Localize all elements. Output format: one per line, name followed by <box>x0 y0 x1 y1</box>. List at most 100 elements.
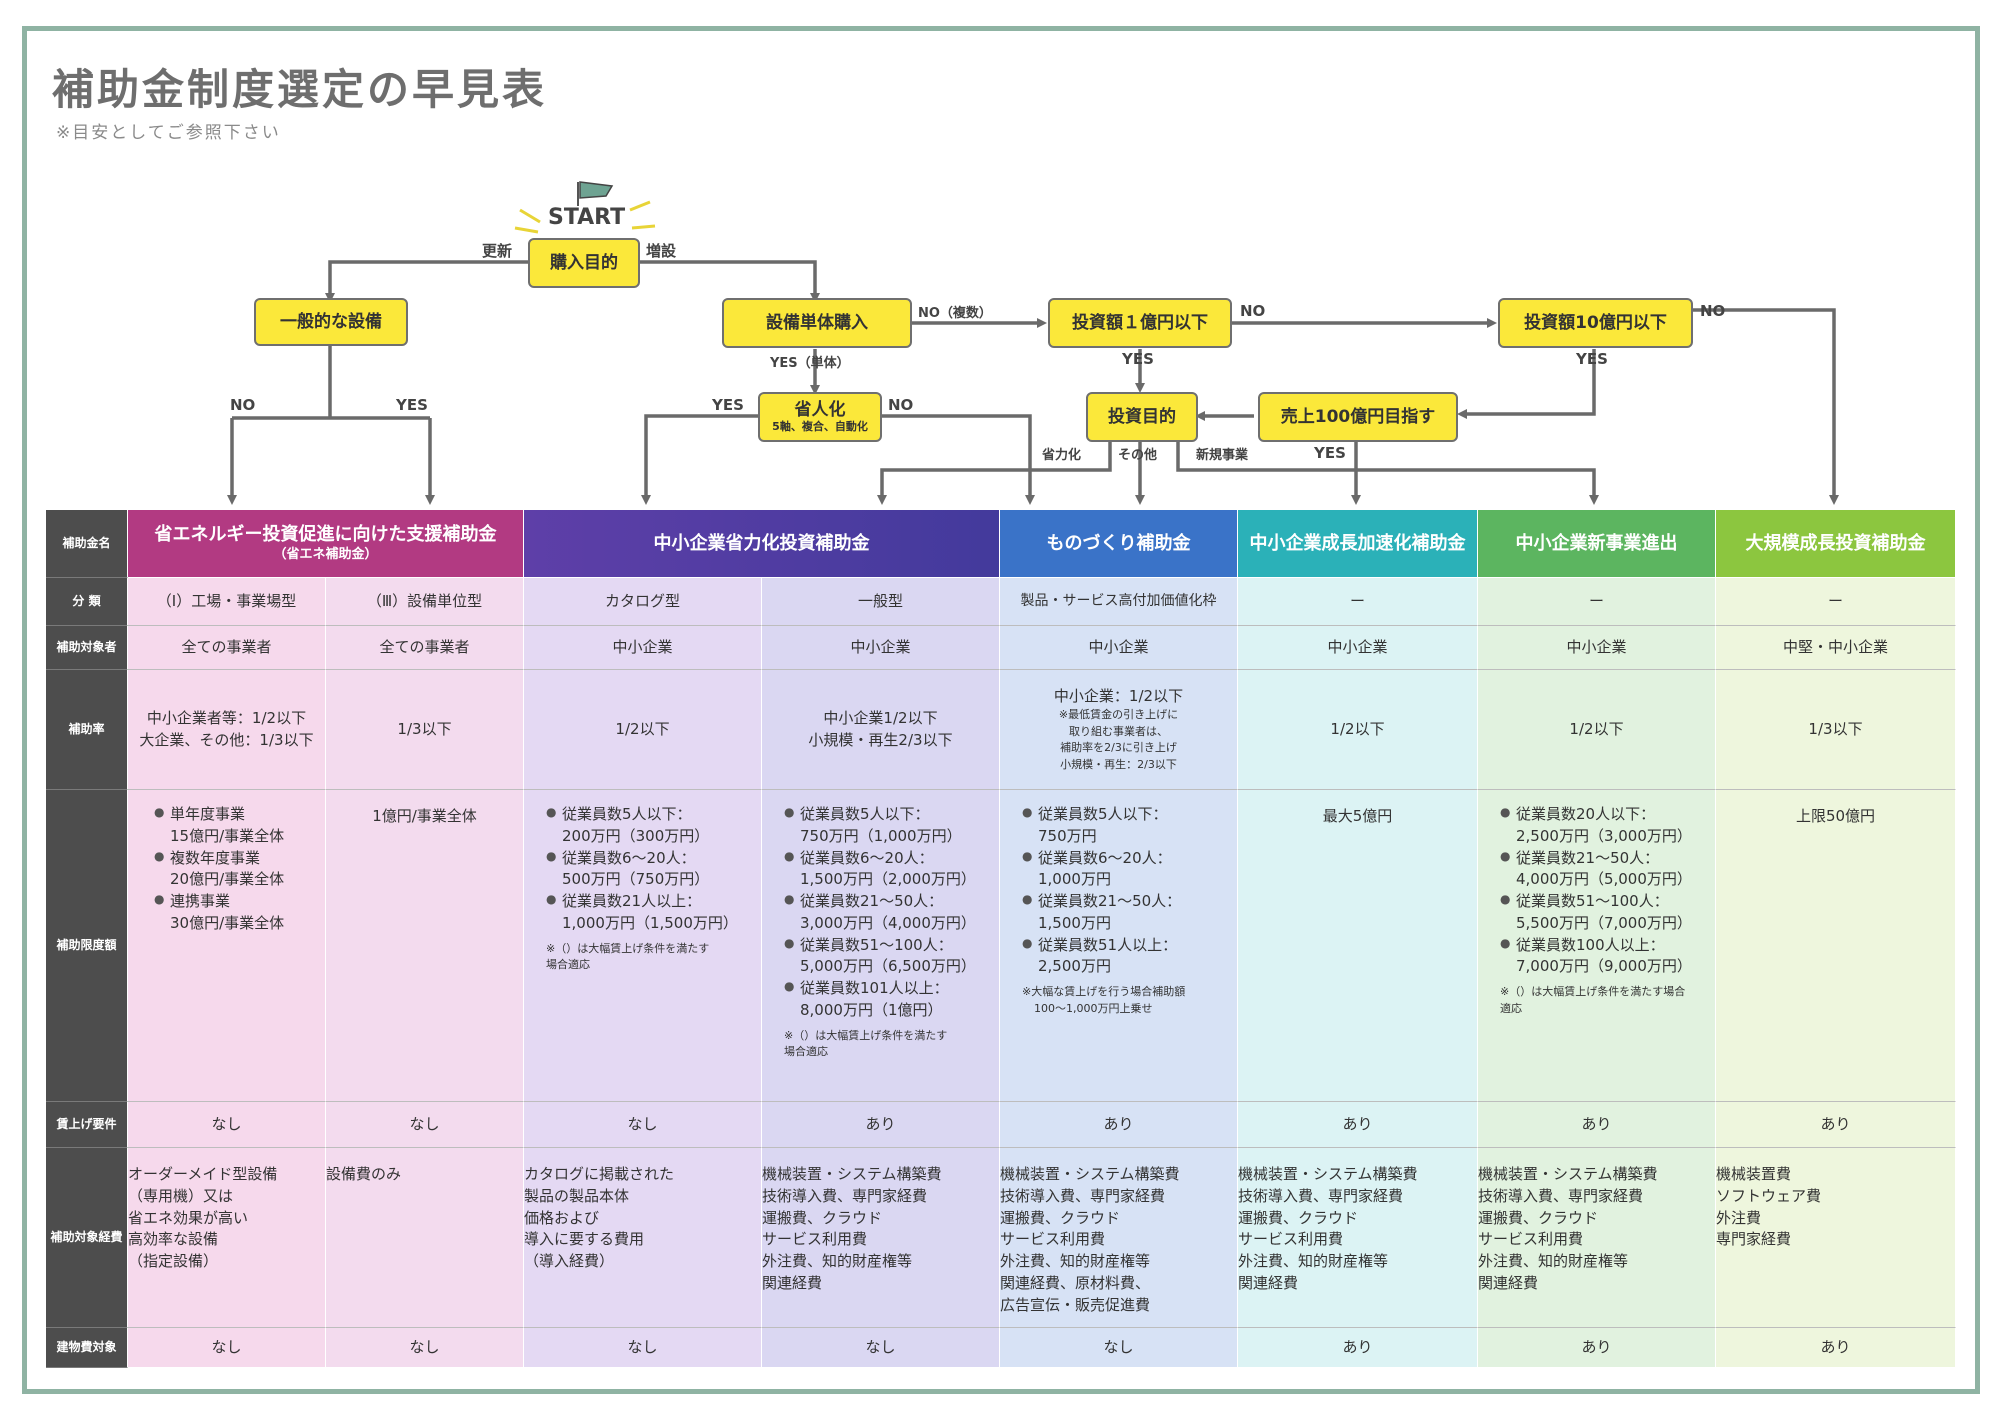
header-shinjigyo: 中小企業新事業進出 <box>1478 510 1716 578</box>
cell-expenses: 機械装置・システム構築費技術導入費、専門家経費 運搬費、クラウドサービス利用費 … <box>1238 1148 1478 1328</box>
header-daikibo: 大規模成長投資補助金 <box>1716 510 1956 578</box>
flow-box-purchase-purpose: 購入目的 <box>528 238 640 288</box>
cell-wage: あり <box>1238 1102 1478 1148</box>
flow-label-no-multiple: NO（複数） <box>918 306 992 321</box>
cell-target: 中小企業 <box>524 626 762 670</box>
cell-rate: 1/3以下 <box>1716 670 1956 790</box>
cell-classification: 一般型 <box>762 578 1000 626</box>
cell-classification: カタログ型 <box>524 578 762 626</box>
flow-label-expand: 増設 <box>646 242 677 260</box>
cell-expenses: 機械装置・システム構築費技術導入費、専門家経費 運搬費、クラウドサービス利用費 … <box>1000 1148 1238 1328</box>
header-monozukuri: ものづくり補助金 <box>1000 510 1238 578</box>
cell-rate: 中小企業：1/2以下 ※最低賃金の引き上げに 取り組む事業者は、 補助率を2/3… <box>1000 670 1238 790</box>
cell-expenses: 機械装置・システム構築費技術導入費、専門家経費 運搬費、クラウドサービス利用費 … <box>762 1148 1000 1328</box>
cell-building: なし <box>128 1328 326 1368</box>
flow-label-yes-sales: YES <box>1314 444 1346 462</box>
flow-label-yes-labor: YES <box>712 396 744 414</box>
cell-expenses: 機械装置費ソフトウェア費 外注費専門家経費 <box>1716 1148 1956 1328</box>
cell-rate: 中小企業1/2以下小規模・再生2/3以下 <box>762 670 1000 790</box>
cell-wage: なし <box>128 1102 326 1148</box>
cell-wage: なし <box>326 1102 524 1148</box>
cell-building: なし <box>762 1328 1000 1368</box>
cell-classification: （Ⅲ）設備単位型 <box>326 578 524 626</box>
cell-limit: 1億円/事業全体 <box>326 790 524 1102</box>
flow-label-no-10oku: NO <box>1700 302 1726 320</box>
flow-label-yes-single: YES（単体） <box>770 356 850 371</box>
cell-wage: あり <box>762 1102 1000 1148</box>
row-label-limit: 補助限度額 <box>46 790 128 1102</box>
cell-building: あり <box>1716 1328 1956 1368</box>
cell-rate: 1/2以下 <box>1478 670 1716 790</box>
page-subtitle: ※目安としてご参照下さい <box>56 123 281 143</box>
flow-label-no-1oku: NO <box>1240 302 1266 320</box>
flowchart: START 購入目的 更新 増設 一般的な設備 NO YES 設備単体購入 NO… <box>0 0 2000 510</box>
cell-target: 全ての事業者 <box>326 626 524 670</box>
cell-limit: 最大5億円 <box>1238 790 1478 1102</box>
cell-building: あり <box>1478 1328 1716 1368</box>
flow-box-sales-100oku: 売上100億円目指す <box>1258 392 1458 442</box>
flow-label-shoryokuka: 省力化 <box>1042 448 1082 463</box>
cell-building: なし <box>524 1328 762 1368</box>
row-label-expenses: 補助対象経費 <box>46 1148 128 1328</box>
cell-target: 全ての事業者 <box>128 626 326 670</box>
cell-target: 中堅・中小企業 <box>1716 626 1956 670</box>
cell-wage: なし <box>524 1102 762 1148</box>
header-seicho: 中小企業成長加速化補助金 <box>1238 510 1478 578</box>
cell-target: 中小企業 <box>1238 626 1478 670</box>
cell-limit: 従業員数5人以下：750万円（1,000万円） 従業員数6～20人：1,500万… <box>762 790 1000 1102</box>
cell-limit: 従業員数20人以下：2,500万円（3,000万円） 従業員数21～50人：4,… <box>1478 790 1716 1102</box>
flow-label-renew: 更新 <box>482 242 513 260</box>
cell-target: 中小企業 <box>762 626 1000 670</box>
start-label: START <box>548 205 626 230</box>
flow-box-invest-10oku: 投資額10億円以下 <box>1498 298 1693 348</box>
flow-label-yes-1oku: YES <box>1122 350 1154 368</box>
row-label-target: 補助対象者 <box>46 626 128 670</box>
cell-limit: 従業員数5人以下：200万円（300万円） 従業員数6～20人：500万円（75… <box>524 790 762 1102</box>
header-shoryoku: 中小企業省力化投資補助金 <box>524 510 1000 578</box>
cell-target: 中小企業 <box>1478 626 1716 670</box>
cell-classification: ー <box>1716 578 1956 626</box>
cell-expenses: カタログに掲載された製品の製品本体 価格および導入に要する費用 （導入経費） <box>524 1148 762 1328</box>
flow-box-general-equipment: 一般的な設備 <box>254 298 408 346</box>
cell-wage: あり <box>1000 1102 1238 1148</box>
flow-box-labor-saving: 省人化 5軸、複合、自動化 <box>758 392 882 442</box>
cell-classification: （Ⅰ）工場・事業場型 <box>128 578 326 626</box>
cell-building: なし <box>326 1328 524 1368</box>
cell-rate: 中小企業者等：1/2以下大企業、その他：1/3以下 <box>128 670 326 790</box>
cell-expenses: 機械装置・システム構築費技術導入費、専門家経費 運搬費、クラウドサービス利用費 … <box>1478 1148 1716 1328</box>
cell-rate: 1/2以下 <box>524 670 762 790</box>
cell-building: あり <box>1238 1328 1478 1368</box>
flow-label-yes-general: YES <box>396 396 428 414</box>
flow-label-no-general: NO <box>230 396 256 414</box>
flow-box-invest-purpose: 投資目的 <box>1086 392 1198 442</box>
flow-label-new-business: 新規事業 <box>1196 448 1249 463</box>
page-frame <box>22 26 1980 1394</box>
row-label-wage: 賃上げ要件 <box>46 1102 128 1148</box>
cell-classification: 製品・サービス高付加価値化枠 <box>1000 578 1238 626</box>
cell-limit: 上限50億円 <box>1716 790 1956 1102</box>
cell-wage: あり <box>1716 1102 1956 1148</box>
cell-classification: ー <box>1238 578 1478 626</box>
flow-label-no-labor: NO <box>888 396 914 414</box>
flow-label-other: その他 <box>1118 448 1158 463</box>
header-energy: 省エネルギー投資促進に向けた支援補助金 （省エネ補助金） <box>128 510 524 578</box>
cell-expenses: オーダーメイド型設備（専用機）又は 省エネ効果が高い高効率な設備 （指定設備） <box>128 1148 326 1328</box>
subsidy-table: 補助金名 省エネルギー投資促進に向けた支援補助金 （省エネ補助金） 中小企業省力… <box>46 510 1956 1368</box>
cell-rate: 1/2以下 <box>1238 670 1478 790</box>
flow-label-yes-10oku: YES <box>1576 350 1608 368</box>
flow-box-single-equipment: 設備単体購入 <box>722 298 912 348</box>
row-label-name: 補助金名 <box>46 510 128 578</box>
cell-expenses: 設備費のみ <box>326 1148 524 1328</box>
cell-target: 中小企業 <box>1000 626 1238 670</box>
flowchart-connectors <box>227 181 1839 505</box>
page-title: 補助金制度選定の早見表 <box>52 65 548 114</box>
cell-classification: ー <box>1478 578 1716 626</box>
cell-limit: 従業員数5人以下：750万円 従業員数6～20人：1,000万円 従業員数21～… <box>1000 790 1238 1102</box>
row-label-building: 建物費対象 <box>46 1328 128 1368</box>
cell-wage: あり <box>1478 1102 1716 1148</box>
row-label-rate: 補助率 <box>46 670 128 790</box>
row-label-classification: 分 類 <box>46 578 128 626</box>
flow-box-invest-1oku: 投資額１億円以下 <box>1048 298 1232 348</box>
cell-rate: 1/3以下 <box>326 670 524 790</box>
